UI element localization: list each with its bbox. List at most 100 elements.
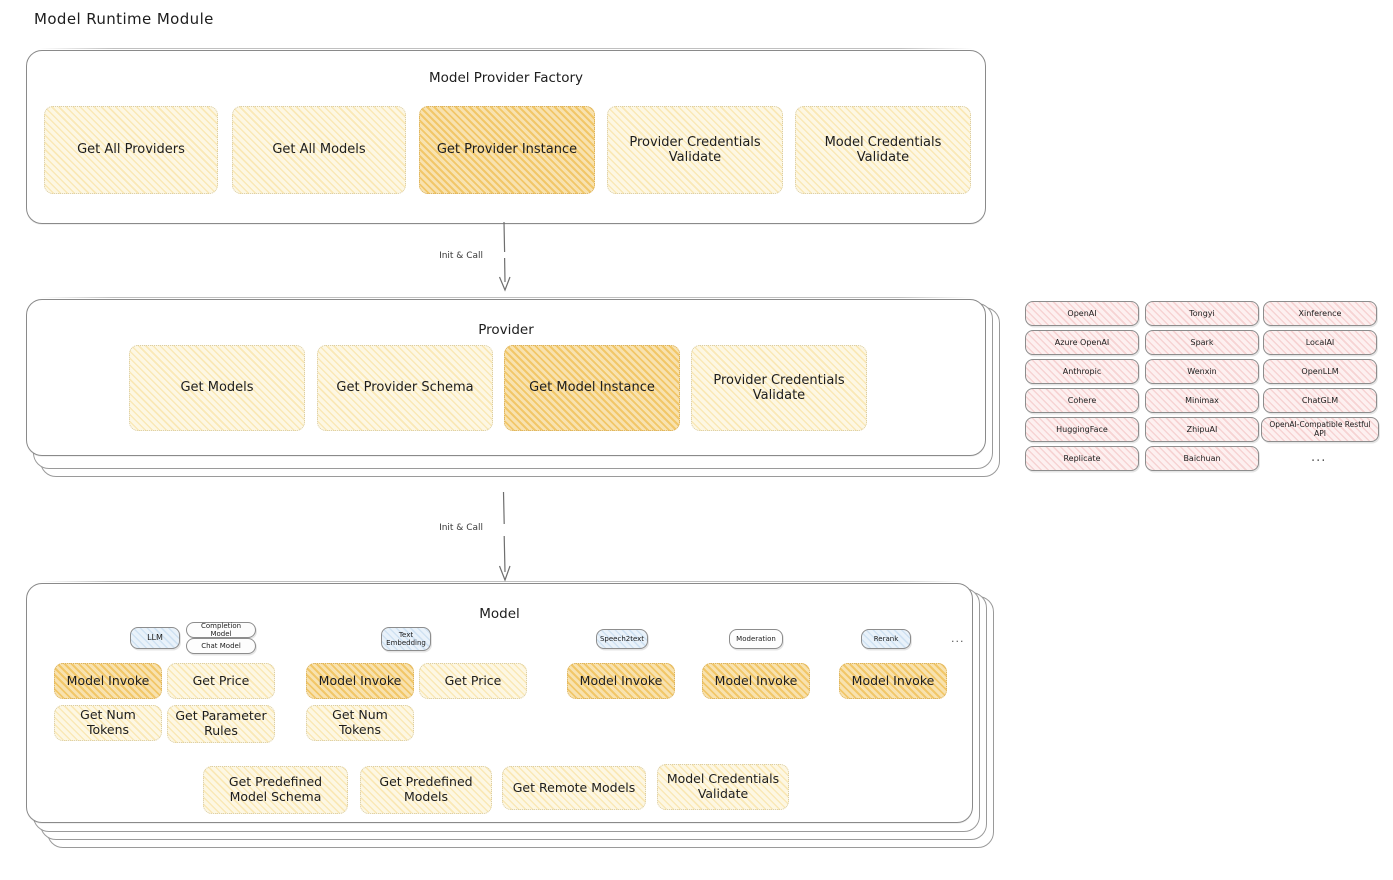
model-type-text-embedding[interactable]: Text Embedding xyxy=(381,627,431,651)
factory-node-get-all-providers[interactable]: Get All Providers xyxy=(44,106,218,194)
model-type-llm[interactable]: LLM xyxy=(130,627,180,649)
provider-chip-label: OpenAI xyxy=(1067,308,1097,318)
provider-chip-label: Spark xyxy=(1190,337,1214,347)
arrow-provider-to-model: Init & Call xyxy=(439,491,520,584)
factory-node-label: Provider Credentials Validate xyxy=(629,134,761,165)
provider-list-more: ... xyxy=(1311,450,1327,465)
factory-node-get-provider-instance[interactable]: Get Provider Instance xyxy=(419,106,595,194)
factory-node-model-credentials-validate[interactable]: Model Credentials Validate xyxy=(795,106,971,194)
provider-chip-cohere[interactable]: Cohere xyxy=(1025,388,1139,413)
method-label: Get Num Tokens xyxy=(332,707,388,737)
provider-chip-label: ZhipuAI xyxy=(1186,424,1218,434)
method-label: Get Remote Models xyxy=(512,779,636,795)
text-embedding-method-get-price[interactable]: Get Price xyxy=(419,663,527,699)
provider-chip-baichuan[interactable]: Baichuan xyxy=(1145,446,1259,471)
model-type-label: LLM xyxy=(147,633,163,643)
method-label: Model Invoke xyxy=(579,672,663,688)
arrow-1-label: Init & Call xyxy=(439,251,483,261)
provider-node-get-provider-schema[interactable]: Get Provider Schema xyxy=(317,345,493,431)
provider-chip-label: Tongyi xyxy=(1189,308,1215,318)
provider-chip-label: Cohere xyxy=(1067,395,1097,405)
provider-chip-label: Wenxin xyxy=(1187,366,1217,376)
model-type-label: Speech2text xyxy=(599,634,645,643)
provider-chip-label: LocalAI xyxy=(1305,337,1335,347)
arrow-2-icon xyxy=(498,491,511,582)
provider-chip-azure-openai[interactable]: Azure OpenAI xyxy=(1025,330,1139,355)
model-provider-factory-title: Model Provider Factory xyxy=(428,70,583,86)
factory-node-get-all-models[interactable]: Get All Models xyxy=(232,106,406,194)
provider-chip-tongyi[interactable]: Tongyi xyxy=(1145,301,1259,326)
arrow-1-icon xyxy=(498,221,511,292)
provider-chip-label: Replicate xyxy=(1063,453,1101,463)
text-embedding-method-get-num-tokens[interactable]: Get Num Tokens xyxy=(306,705,414,741)
provider-chip-xinference[interactable]: Xinference xyxy=(1263,301,1377,326)
factory-node-label: Get Provider Instance xyxy=(436,142,578,158)
provider-chip-label: Baichuan xyxy=(1183,453,1221,463)
method-label: Get Predefined Model Schema xyxy=(228,774,323,804)
model-shared-get-remote-models[interactable]: Get Remote Models xyxy=(502,766,646,810)
provider-chip-zhipuai[interactable]: ZhipuAI xyxy=(1145,417,1259,442)
rerank-method-model-invoke[interactable]: Model Invoke xyxy=(839,663,947,699)
model-type-speech2text[interactable]: Speech2text xyxy=(596,629,648,649)
provider-node-get-model-instance[interactable]: Get Model Instance xyxy=(504,345,680,431)
model-shared-model-credentials-validate[interactable]: Model Credentials Validate xyxy=(657,764,789,810)
provider-node-provider-credentials-validate[interactable]: Provider Credentials Validate xyxy=(691,345,867,431)
provider-chip-spark[interactable]: Spark xyxy=(1145,330,1259,355)
arrow-2-label: Init & Call xyxy=(439,523,483,533)
provider-chip-openai-compatible-restful-api[interactable]: OpenAI-Compatible Restful API xyxy=(1261,417,1379,442)
method-label: Get Parameter Rules xyxy=(175,708,267,738)
speech2text-method-model-invoke[interactable]: Model Invoke xyxy=(567,663,675,699)
llm-method-get-price[interactable]: Get Price xyxy=(167,663,275,699)
provider-chip-minimax[interactable]: Minimax xyxy=(1145,388,1259,413)
model-shared-get-predefined-model-schema[interactable]: Get Predefined Model Schema xyxy=(203,766,348,814)
method-label: Model Invoke xyxy=(851,672,935,688)
factory-node-provider-credentials-validate[interactable]: Provider Credentials Validate xyxy=(607,106,783,194)
factory-node-label: Get All Providers xyxy=(77,142,185,158)
provider-chip-anthropic[interactable]: Anthropic xyxy=(1025,359,1139,384)
llm-method-get-num-tokens[interactable]: Get Num Tokens xyxy=(54,705,162,741)
provider-chip-localai[interactable]: LocalAI xyxy=(1263,330,1377,355)
text-embedding-method-model-invoke[interactable]: Model Invoke xyxy=(306,663,414,699)
provider-node-get-models[interactable]: Get Models xyxy=(129,345,305,431)
model-type-label: Rerank xyxy=(873,634,899,643)
provider-chip-label: ChatGLM xyxy=(1301,395,1339,405)
provider-chip-label: HuggingFace xyxy=(1056,424,1108,434)
provider-chip-chatglm[interactable]: ChatGLM xyxy=(1263,388,1377,413)
provider-chip-wenxin[interactable]: Wenxin xyxy=(1145,359,1259,384)
provider-chip-label: OpenLLM xyxy=(1301,366,1339,376)
provider-chip-openai[interactable]: OpenAI xyxy=(1025,301,1139,326)
method-label: Model Invoke xyxy=(714,672,798,688)
model-subtype-label: Completion Model xyxy=(200,621,242,638)
method-label: Get Num Tokens xyxy=(80,707,136,737)
provider-chip-label: Azure OpenAI xyxy=(1054,337,1110,347)
model-subtype-completion-model[interactable]: Completion Model xyxy=(186,622,256,638)
model-subtype-chat-model[interactable]: Chat Model xyxy=(186,638,256,654)
provider-chip-openllm[interactable]: OpenLLM xyxy=(1263,359,1377,384)
model-type-moderation[interactable]: Moderation xyxy=(729,629,783,649)
model-types-more: ... xyxy=(951,632,965,645)
method-label: Get Price xyxy=(444,672,502,688)
model-type-rerank[interactable]: Rerank xyxy=(861,629,911,649)
model-type-label: Text Embedding xyxy=(386,630,426,647)
provider-chip-huggingface[interactable]: HuggingFace xyxy=(1025,417,1139,442)
page-title: Model Runtime Module xyxy=(34,10,214,28)
arrow-factory-to-provider: Init & Call xyxy=(439,221,520,294)
llm-method-model-invoke[interactable]: Model Invoke xyxy=(54,663,162,699)
method-label: Model Credentials Validate xyxy=(666,771,780,801)
factory-node-label: Get All Models xyxy=(272,142,366,158)
provider-chip-label: Xinference xyxy=(1298,308,1342,318)
provider-chip-label: Minimax xyxy=(1185,395,1219,405)
model-container: Model xyxy=(26,581,973,823)
model-shared-get-predefined-models[interactable]: Get Predefined Models xyxy=(360,766,492,814)
llm-method-get-parameter-rules[interactable]: Get Parameter Rules xyxy=(167,705,275,743)
moderation-method-model-invoke[interactable]: Model Invoke xyxy=(702,663,810,699)
provider-chip-replicate[interactable]: Replicate xyxy=(1025,446,1139,471)
method-label: Model Invoke xyxy=(318,672,402,688)
provider-node-label: Get Provider Schema xyxy=(336,380,474,396)
provider-chip-label: Anthropic xyxy=(1062,366,1102,376)
provider-chip-label: OpenAI-Compatible Restful API xyxy=(1269,419,1371,438)
provider-node-label: Get Models xyxy=(180,380,254,396)
model-subtype-label: Chat Model xyxy=(201,641,241,650)
provider-node-label: Get Model Instance xyxy=(529,380,655,396)
